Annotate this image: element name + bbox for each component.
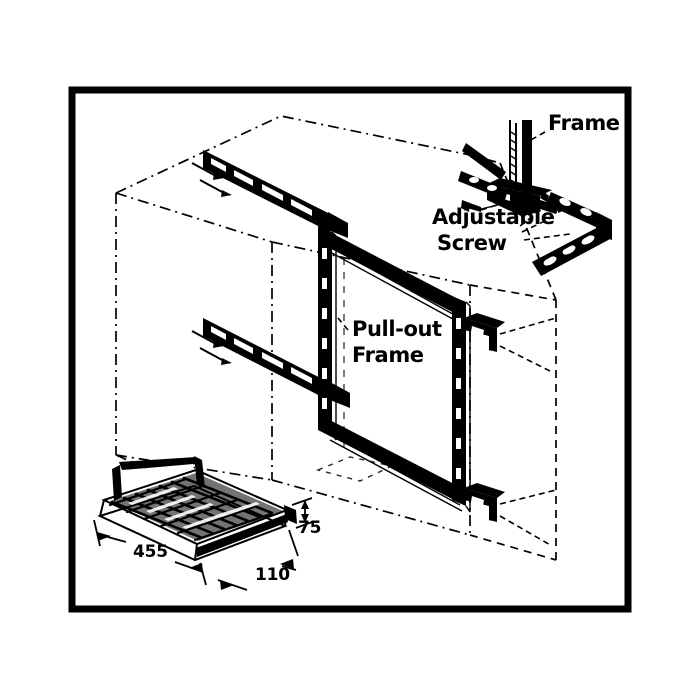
detail-angle-bracket bbox=[532, 191, 612, 276]
wire-basket bbox=[97, 456, 297, 562]
callout-pullout-text: Pull-out bbox=[352, 317, 442, 341]
dimension-455 bbox=[93, 519, 207, 586]
bracket-leader-lines bbox=[499, 317, 557, 547]
label-pullout-frame: Pull-out Frame bbox=[352, 317, 442, 367]
dimension-labels: 455 110 75 bbox=[133, 518, 321, 585]
angle-bracket-upper bbox=[464, 313, 505, 352]
adjustable-screw bbox=[461, 200, 501, 212]
angle-bracket-lower bbox=[464, 483, 505, 522]
label-adjustable-screw: Adjustable Screw bbox=[432, 205, 555, 255]
pullout-frame-top-rail bbox=[318, 226, 463, 325]
pullout-frame-bottom-rail bbox=[318, 414, 463, 512]
dimension-75 bbox=[291, 497, 313, 529]
dimension-label-75: 75 bbox=[298, 518, 321, 538]
upper-rail-fastener-arrows bbox=[191, 162, 232, 197]
pullout-frame-front-post bbox=[452, 296, 471, 513]
dimension-label-110: 110 bbox=[255, 565, 290, 585]
pullout-frame-assembly bbox=[318, 226, 471, 513]
callout-screw-text: Screw bbox=[437, 231, 507, 255]
callout-leaders bbox=[337, 131, 571, 331]
callout-pullout-frame-text: Frame bbox=[352, 343, 424, 367]
lower-slide-rail bbox=[203, 318, 350, 408]
upper-slide-rail bbox=[203, 150, 348, 238]
lower-rail-fastener-arrows bbox=[191, 330, 232, 365]
dimension-110 bbox=[217, 529, 299, 591]
pullout-frame-rear-post bbox=[318, 226, 337, 441]
dimension-lines bbox=[93, 497, 313, 591]
basket-wire-mesh bbox=[108, 473, 283, 542]
callout-frame-text: Frame bbox=[548, 111, 620, 135]
detail-frame-corner bbox=[458, 120, 570, 216]
outer-frame-border bbox=[68, 86, 632, 613]
callout-adjustable-text: Adjustable bbox=[432, 205, 555, 229]
label-frame: Frame bbox=[548, 111, 620, 135]
dimension-label-455: 455 bbox=[133, 542, 168, 562]
